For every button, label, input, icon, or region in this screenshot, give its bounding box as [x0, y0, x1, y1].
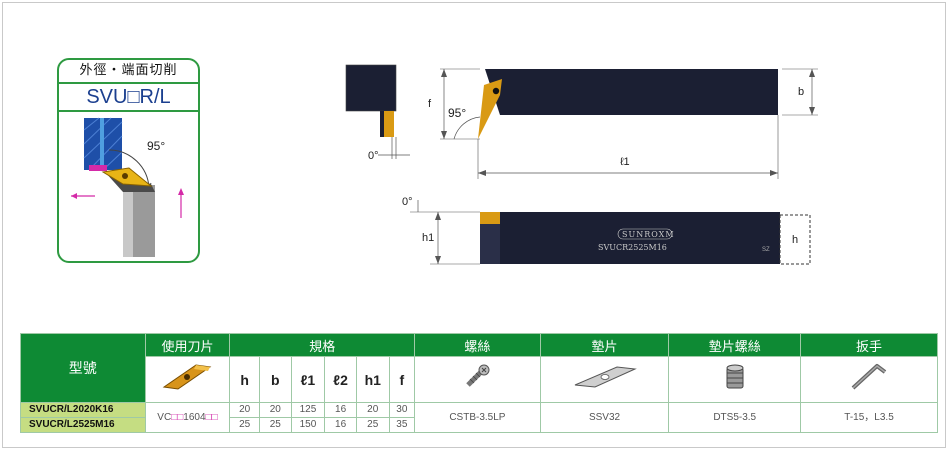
- dim-f: f: [388, 356, 416, 403]
- engraved-brand: SUNROXM: [622, 230, 675, 239]
- row1-model: SVUCR/L2020K16: [20, 402, 146, 418]
- dim-l1: ℓ1: [290, 356, 326, 403]
- row1-f: 30: [388, 402, 416, 418]
- header-wrench: 扳手: [800, 333, 938, 357]
- shim-screw-icon: [726, 364, 744, 389]
- card-angle-label: 95°: [147, 139, 165, 153]
- cutting-diagram: 95°: [71, 117, 184, 257]
- header-shim-screw: 墊片螺絲: [668, 333, 802, 357]
- side-view-body: [480, 212, 780, 264]
- row2-h1: 25: [355, 417, 390, 433]
- shim-screw-code: DTS5-3.5: [668, 402, 802, 433]
- dimension-h1: h1: [422, 232, 434, 244]
- cutting-type-title: 外徑・端面切削: [79, 63, 178, 78]
- angle-arc: [108, 149, 150, 189]
- spec-table: 型號 使用刀片 規格 螺絲 墊片 墊片螺絲 扳手 h b ℓ1 ℓ2 h1 f: [20, 333, 938, 433]
- row2-h: 25: [229, 417, 260, 433]
- shim-image-cell: [539, 356, 670, 403]
- row1-h: 20: [229, 402, 260, 418]
- wrench-image-cell: [800, 356, 938, 403]
- wrench-icon: [851, 364, 887, 390]
- screw-code: CSTB-3.5LP: [414, 402, 541, 433]
- shim-code: SSV32: [539, 402, 670, 433]
- tool-code-label: SVU□R/L: [59, 82, 198, 112]
- dimension-l1: ℓ1: [620, 156, 630, 168]
- top-view-body: [485, 69, 778, 115]
- shim-icon: [574, 366, 637, 388]
- row2-l2: 16: [324, 417, 357, 433]
- screw-icon: [466, 364, 490, 387]
- row1-l2: 16: [324, 402, 357, 418]
- dim-l2: ℓ2: [324, 356, 357, 403]
- header-shim: 墊片: [539, 333, 670, 357]
- row2-l1: 150: [290, 417, 326, 433]
- wrench-code: T-15，L3.5: [800, 402, 938, 433]
- insert-icon: [163, 364, 212, 390]
- dim-b: b: [258, 356, 292, 403]
- header-insert: 使用刀片: [144, 333, 231, 357]
- header-spec: 規格: [229, 333, 416, 357]
- front-view-body: [346, 65, 396, 111]
- row1-h1: 20: [355, 402, 390, 418]
- dim-h1: h1: [355, 356, 390, 403]
- dimension-b: b: [798, 86, 804, 98]
- screw-image-cell: [414, 356, 541, 403]
- dim-h: h: [229, 356, 260, 403]
- insert-image-cell: [144, 356, 231, 403]
- side-zero-angle: 0°: [402, 196, 413, 208]
- row2-b: 25: [258, 417, 292, 433]
- drawing-angle-label: 95°: [448, 106, 466, 120]
- row2-f: 35: [388, 417, 416, 433]
- tool-drawings: 0° f 95° b ℓ1 SUNROXM SVUCR2525M16 SZ 0°…: [345, 64, 818, 265]
- engraved-model: SVUCR2525M16: [598, 243, 667, 252]
- dimension-f: f: [428, 98, 432, 110]
- front-zero-angle: 0°: [368, 150, 379, 162]
- row1-l1: 125: [290, 402, 326, 418]
- dimension-h: h: [792, 234, 798, 246]
- shim-screw-image-cell: [668, 356, 802, 403]
- insert-code: VC□□1604□□: [144, 402, 231, 433]
- row2-model: SVUCR/L2525M16: [20, 417, 146, 433]
- cutting-type-card: 外徑・端面切削 SVU□R/L 95°: [57, 58, 200, 263]
- header-model: 型號: [20, 333, 146, 403]
- row1-b: 20: [258, 402, 292, 418]
- header-screw: 螺絲: [414, 333, 541, 357]
- engraved-grade: SZ: [762, 247, 770, 253]
